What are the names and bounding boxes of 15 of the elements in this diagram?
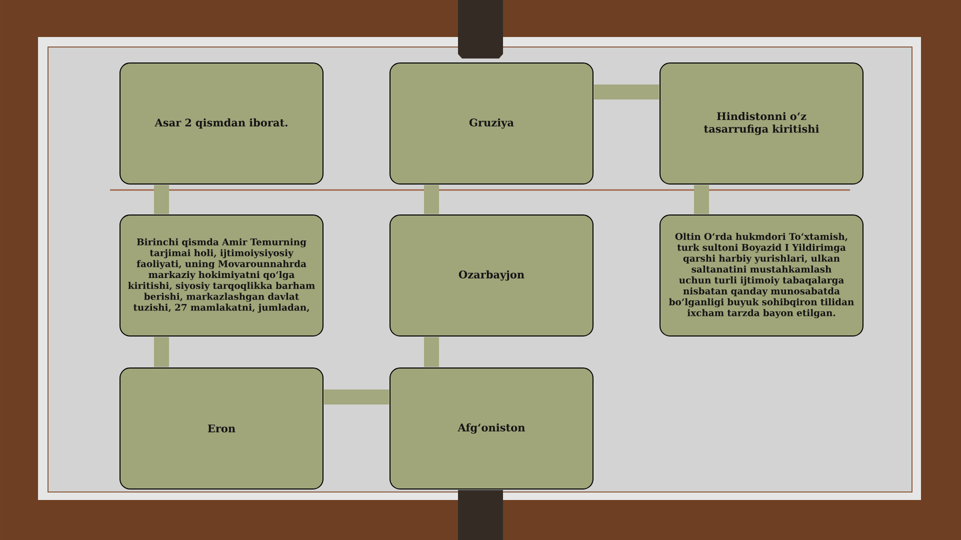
process-box: Oltin O‘rda hukmdori To‘xtamish, turk sultoni Boyazid I Yildirimga qarshi harbiy yurishlari, ulkan saltanatini mustahkamlash uchun turli ijtimoiy tabaqalarga nisbatan qanday munosabatda bo‘lganligi buyuk sohibqiron tilidan ixcham tarzda bayon etilgan. <box>660 214 864 336</box>
process-box: Hindistonni o‘z tasarrufiga kiritishi <box>660 62 864 184</box>
connector <box>324 390 389 404</box>
connector <box>424 337 439 367</box>
process-box: Gruziya <box>390 62 594 184</box>
process-box: Asar 2 qismdan iborat. <box>120 62 324 184</box>
process-box: Eron <box>120 368 324 490</box>
connector <box>694 185 709 214</box>
process-box: Ozarbayjon <box>390 214 594 336</box>
process-box: Afg‘oniston <box>390 368 594 490</box>
connector <box>594 84 659 100</box>
connector <box>154 185 169 214</box>
connector <box>154 337 169 367</box>
process-box: Birinchi qismda Amir Temurning tarjimai holi, ijtimoiysiyosiy faoliyati, uning Movarounnahrda markaziy hokimiyatni qo‘lga kiritishi, siyosiy tarqoqlikka barham berishi, markazlashgan davlat tuzishi, 27 mamlakatni, jumladan, <box>120 214 324 336</box>
connector <box>424 185 439 214</box>
